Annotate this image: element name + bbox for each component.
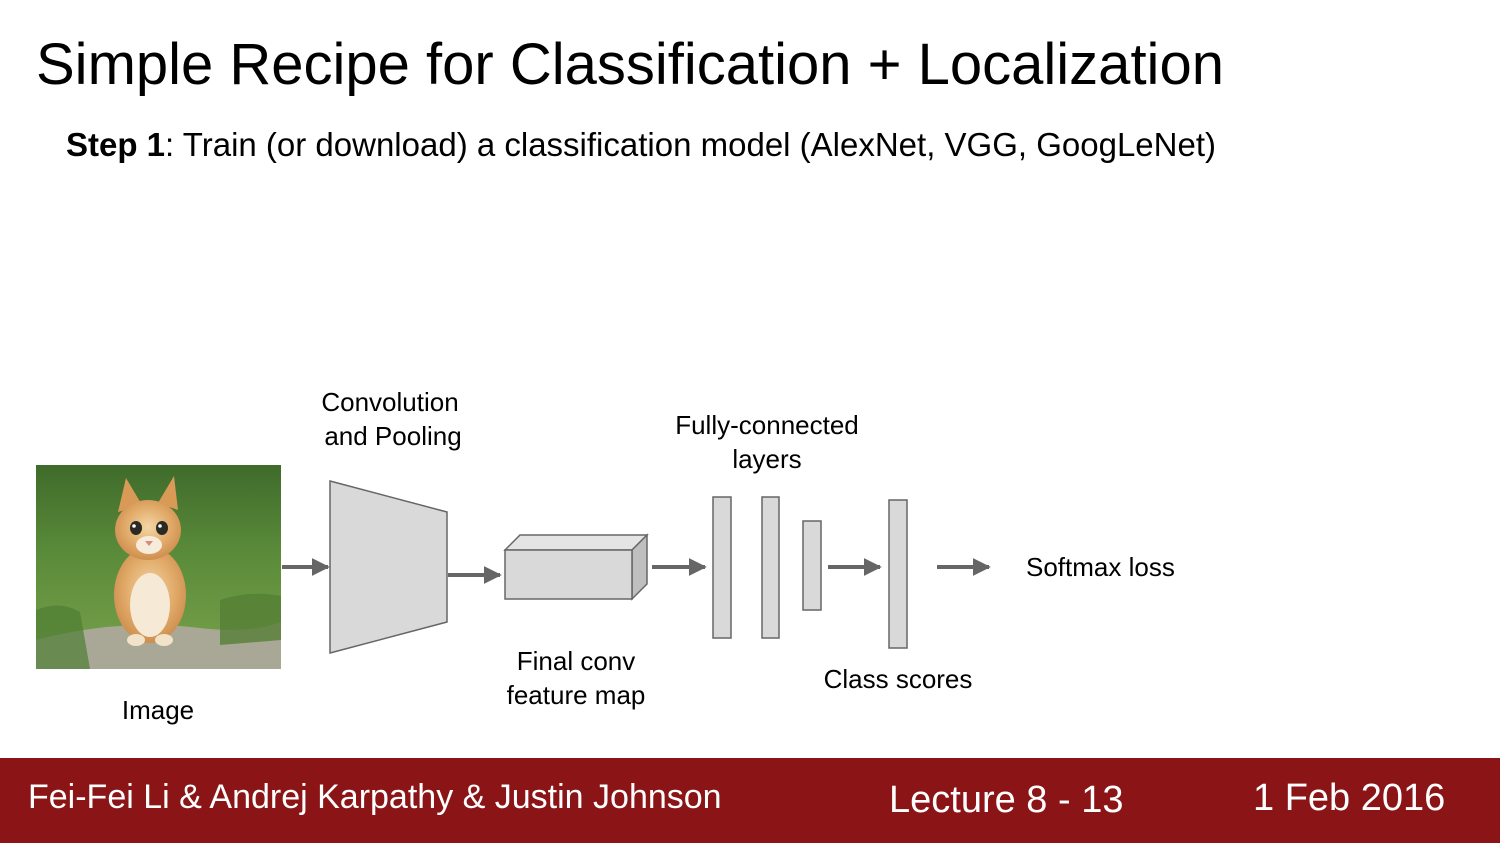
feature-map-label-line1: Final conv	[516, 646, 636, 676]
class-scores-layer	[888, 499, 908, 649]
classification-pipeline-diagram	[36, 465, 991, 669]
footer-authors: Fei-Fei Li & Andrej Karpathy & Justin Jo…	[28, 778, 722, 816]
fc-layers-label: Fully-connected layers	[652, 408, 882, 476]
slide-title: Simple Recipe for Classification + Local…	[36, 32, 1224, 97]
step-label: Step 1	[66, 126, 166, 163]
image-label: Image	[121, 695, 195, 725]
conv-pooling-label: Convolution and Pooling	[290, 385, 490, 453]
conv-pooling-label-line1: Convolution	[321, 387, 459, 417]
kitten-image	[36, 465, 281, 669]
softmax-loss-label: Softmax loss	[1026, 552, 1175, 582]
footer-date: 1 Feb 2016	[1253, 777, 1446, 819]
fc-layer-2	[761, 496, 780, 639]
footer-lecture-number: Lecture 8 - 13	[889, 779, 1124, 821]
feature-map-label-line2: feature map	[506, 680, 646, 710]
step-1-text: Step 1: Train (or download) a classifica…	[66, 124, 1216, 166]
fc-layers-label-line2: layers	[732, 444, 802, 474]
feature-map-block	[503, 533, 649, 601]
conv-pooling-label-line2: and Pooling	[324, 421, 462, 451]
fc-layers-label-line1: Fully-connected	[675, 410, 859, 440]
fc-layer-1	[712, 496, 732, 639]
class-scores-label: Class scores	[823, 664, 973, 694]
feature-map-label: Final conv feature map	[476, 644, 676, 712]
fc-layer-3	[802, 520, 822, 611]
footer-bar: Fei-Fei Li & Andrej Karpathy & Justin Jo…	[0, 758, 1500, 843]
conv-pooling-block	[329, 480, 448, 654]
step-description: : Train (or download) a classification m…	[165, 126, 1217, 163]
